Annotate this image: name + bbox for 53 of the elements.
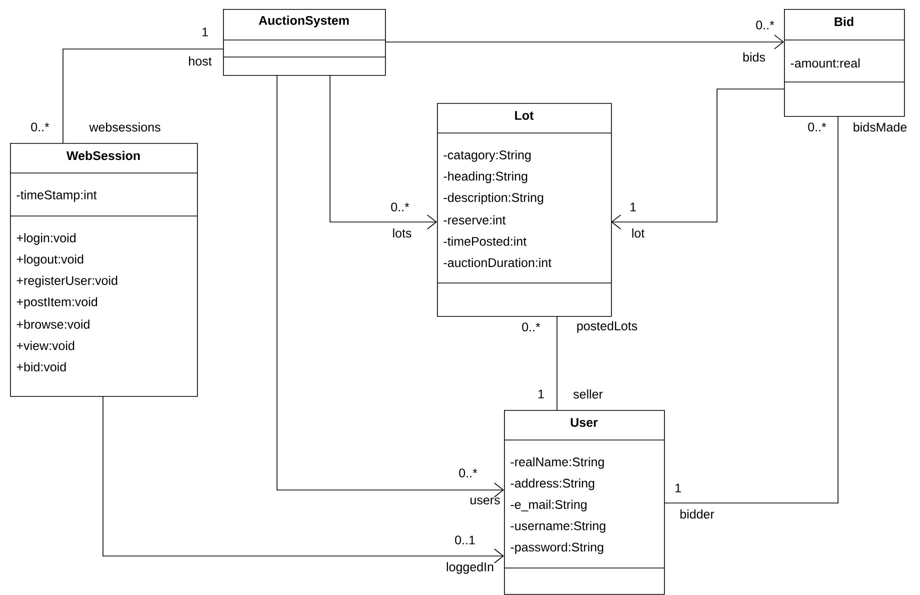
method: +login:void [16, 233, 76, 245]
attribute: -amount:real [790, 58, 860, 68]
class-name: Lot [515, 111, 534, 120]
attribute: -description:String [444, 192, 544, 204]
class-name: User [570, 418, 598, 427]
end-label: postedLots [577, 321, 638, 333]
class-name: Bid [834, 16, 854, 26]
attribute: -timeStamp:int [16, 190, 97, 202]
end-label: lots [393, 228, 412, 238]
association-line [384, 34, 784, 50]
class-name: WebSession [66, 150, 140, 160]
method: +registerUser:void [16, 276, 118, 288]
association-line [62, 48, 224, 144]
end-label: loggedIn [446, 562, 494, 574]
method: +view:void [16, 340, 74, 350]
attribute: -e_mail:String [510, 500, 586, 512]
association-line [556, 316, 558, 410]
class-name: AuctionSystem [258, 16, 349, 28]
method: +logout:void [16, 254, 84, 266]
attribute: -auctionDuration:int [444, 258, 552, 268]
end-label: 0..* [459, 468, 478, 478]
attribute: -realName:String [510, 457, 604, 469]
end-label: 1 [538, 390, 544, 398]
attribute: -catagory:String [444, 150, 531, 162]
end-label: bidder [680, 509, 714, 519]
end-label: 1 [676, 484, 681, 492]
association-line [276, 74, 504, 498]
end-label: 0..* [31, 122, 50, 132]
attribute: -reserve:int [444, 215, 506, 224]
end-label: 0..* [756, 20, 774, 30]
end-label: 1 [630, 202, 636, 212]
end-label: seller [573, 389, 603, 399]
attribute: -username:String [510, 521, 606, 533]
end-label: bids [743, 52, 766, 62]
association-line [330, 74, 437, 230]
end-label: lot [632, 228, 645, 238]
end-label: 0..* [391, 202, 410, 212]
method: +bid:void [16, 362, 66, 372]
association-line [664, 116, 838, 504]
end-label: 0..* [808, 122, 826, 132]
association-line [611, 88, 784, 230]
attribute: -timePosted:int [444, 236, 526, 246]
method: +postItem:void [16, 297, 98, 309]
end-label: host [189, 56, 212, 66]
attribute: -heading:String [444, 171, 528, 184]
end-label: websessions [89, 122, 160, 132]
association-line [102, 396, 504, 564]
end-label: 1 [202, 28, 208, 36]
end-label: users [470, 498, 500, 504]
method: +browse:void [16, 320, 90, 329]
attribute: -password:String [510, 542, 604, 554]
attribute: -address:String [510, 478, 594, 490]
end-label: 0..1 [455, 536, 475, 544]
